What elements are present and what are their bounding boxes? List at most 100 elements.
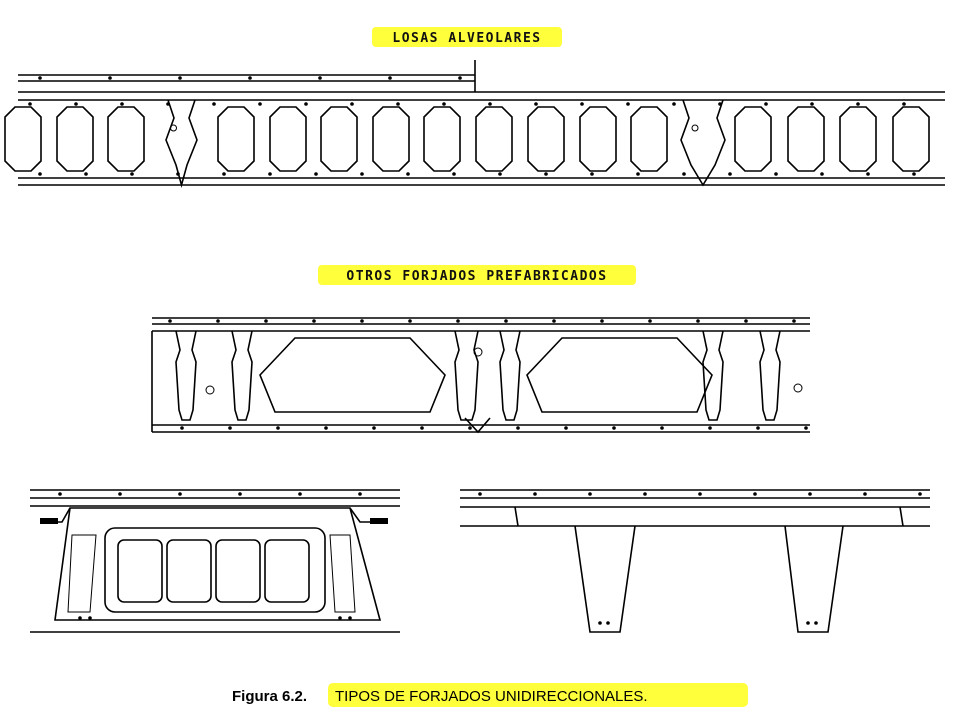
title-hollowcore-slabs: LOSAS ALVEOLARES [372,27,562,47]
ceramic-block-left [259,337,446,413]
rebar-dot [648,319,652,323]
rebar-dot [516,426,520,430]
rebar-dot [178,492,182,496]
hollow-core-void [372,106,410,172]
rebar-dot [216,319,220,323]
double-tee-stem-right [784,525,844,633]
rebar-dot [408,319,412,323]
slab-joint [680,99,726,187]
strand-dot [764,102,768,106]
box-beam-section [30,489,400,633]
strand-dot [912,172,916,176]
strand-dot [580,102,584,106]
prestressed-beam [454,330,479,421]
strand-dot [806,621,810,625]
rebar-dot [696,319,700,323]
rebar-dot [533,492,537,496]
strand-dot [348,616,352,620]
hollow-core-void [4,106,42,172]
rebar-dot [600,319,604,323]
double-tee-stem-left [574,525,636,633]
strand-dot [176,172,180,176]
rebar-dot [588,492,592,496]
strand-dot [672,102,676,106]
strand-dot [38,172,42,176]
rebar-dot [744,319,748,323]
block-cell [264,539,310,603]
title-other-precast: OTROS FORJADOS PREFABRICADOS [318,265,636,285]
rebar-dot [458,76,462,80]
strand-dot [314,172,318,176]
rebar-dot [372,426,376,430]
strand-dot [166,102,170,106]
strand-dot [268,172,272,176]
rebar-dot [238,492,242,496]
rebar-dot [478,492,482,496]
hollow-core-void [527,106,565,172]
hollow-core-void [107,106,145,172]
strand-dot [682,172,686,176]
joint-bar-icon [170,124,177,132]
strand-dot [820,172,824,176]
rebar-dot [180,426,184,430]
strand-dot [338,616,342,620]
prestressed-beam [175,330,197,421]
slab-joint [165,99,198,189]
hollow-core-void [734,106,772,172]
rebar-dot [168,319,172,323]
hollow-core-void [892,106,930,172]
strand-dot [814,621,818,625]
rebar-dot [863,492,867,496]
rebar-dot [358,492,362,496]
strand-dot [130,172,134,176]
rebar-dot [108,76,112,80]
strand-dot [590,172,594,176]
rebar-dot [324,426,328,430]
connector-icon [205,385,215,395]
hollow-core-void [217,106,255,172]
strand-dot [728,172,732,176]
rebar-dot [504,319,508,323]
strand-dot [88,616,92,620]
rebar-dot [698,492,702,496]
strand-dot [350,102,354,106]
hollow-core-void [269,106,307,172]
hollow-core-void [423,106,461,172]
rebar-dot [612,426,616,430]
rebar-dot [660,426,664,430]
strand-dot [810,102,814,106]
strand-dot [396,102,400,106]
strand-dot [866,172,870,176]
beam-joint [464,417,491,434]
hollow-block-outline [104,527,326,613]
rebar-dot [178,76,182,80]
strand-dot [534,102,538,106]
rebar-dot [264,319,268,323]
rebar-dot [276,426,280,430]
rebar-dot [58,492,62,496]
rebar-dot [808,492,812,496]
strand-dot [452,172,456,176]
strand-dot [442,102,446,106]
rebar-dot [643,492,647,496]
strand-dot [498,172,502,176]
strand-dot [120,102,124,106]
rebar-dot [792,319,796,323]
block-cell [117,539,163,603]
strand-dot [406,172,410,176]
rebar-dot [456,319,460,323]
prestressed-beam [759,330,781,421]
strand-dot [598,621,602,625]
precast-beam-block-section [151,317,810,434]
prestressed-beam [702,330,724,421]
hollow-core-void [787,106,825,172]
strand-dot [360,172,364,176]
hollow-core-void [320,106,358,172]
strand-dot [606,621,610,625]
rebar-dot [753,492,757,496]
rebar-dot [918,492,922,496]
rebar-dot [756,426,760,430]
strand-dot [718,102,722,106]
strand-dot [626,102,630,106]
rebar-dot [708,426,712,430]
